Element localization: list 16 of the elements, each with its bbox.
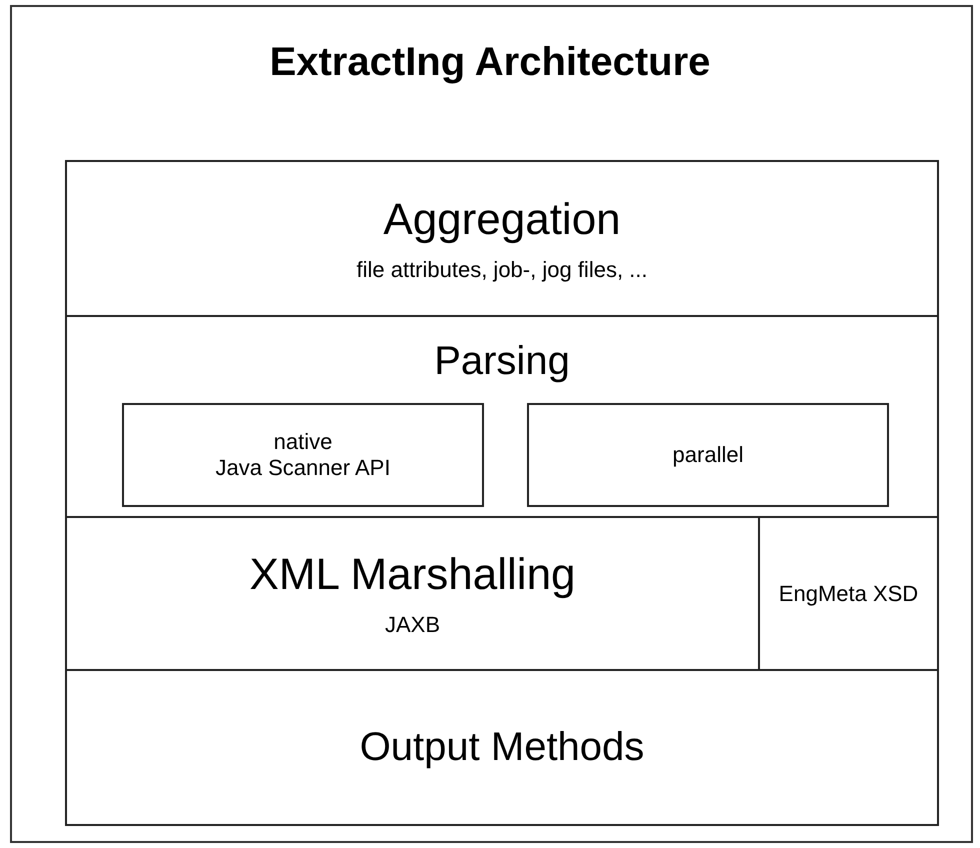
diagram-title: ExtractIng Architecture xyxy=(268,40,712,85)
layer-description: file attributes, job-, jog files, ... xyxy=(356,256,648,282)
component-label: native xyxy=(274,429,332,455)
layer-title: Aggregation xyxy=(383,194,621,244)
layer-title: Parsing xyxy=(434,339,570,384)
schema-label: EngMeta XSD xyxy=(778,580,918,606)
layer-box xyxy=(65,669,939,826)
layer-title: XML Marshalling xyxy=(249,550,576,600)
component-label: parallel xyxy=(672,442,744,468)
component-box xyxy=(527,403,889,507)
layer-box xyxy=(65,160,939,317)
layer-subtitle: JAXB xyxy=(384,612,440,638)
layer-box xyxy=(65,315,939,518)
layer-title: Output Methods xyxy=(360,725,644,770)
component-label: Java Scanner API xyxy=(216,455,390,481)
component-box xyxy=(122,403,484,507)
